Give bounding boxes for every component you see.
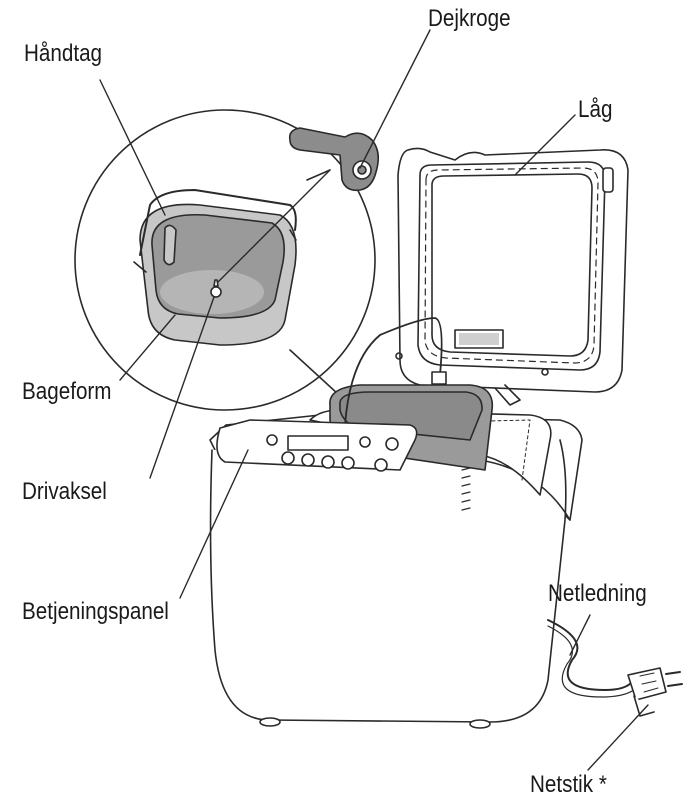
label-drive-shaft: Drivaksel <box>22 478 107 505</box>
side-vents <box>461 467 471 511</box>
bread-pan-detail <box>133 189 297 346</box>
label-handle: Håndtag <box>24 40 103 67</box>
leader-plug <box>587 704 649 771</box>
leader-lid <box>514 114 576 176</box>
label-power-cord: Netledning <box>548 580 647 607</box>
leader-lines <box>99 29 649 771</box>
leader-bread-pan <box>119 314 176 381</box>
lid-illustration <box>395 147 629 406</box>
leader-power-cord <box>569 614 591 656</box>
plug-icon <box>627 667 683 717</box>
leader-handle <box>99 79 166 216</box>
label-lid: Låg <box>578 96 613 123</box>
label-bread-pan: Bageform <box>22 378 112 405</box>
control-panel-illustration <box>216 419 418 472</box>
label-plug: Netstik * <box>530 771 607 798</box>
leader-kneading-blade <box>359 29 431 169</box>
leader-control-panel <box>179 449 249 599</box>
label-control-panel: Betjeningspanel <box>22 598 169 625</box>
power-cord-illustration <box>547 619 637 698</box>
leader-drive-shaft <box>149 296 215 479</box>
label-kneading-blade: Dejkroge <box>428 5 511 32</box>
